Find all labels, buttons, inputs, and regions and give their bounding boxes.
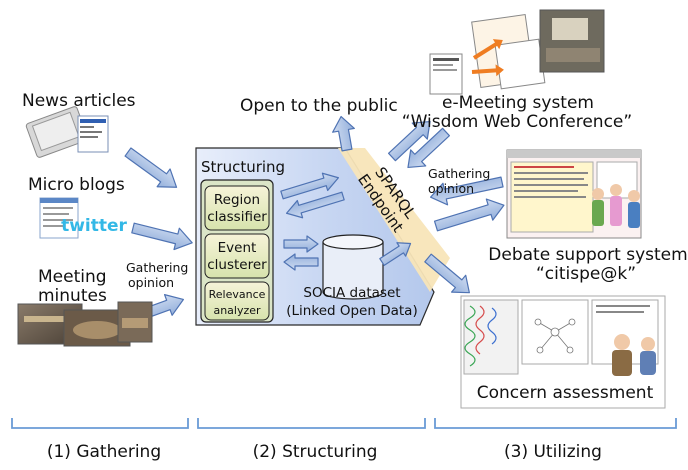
region-label-1: Region (214, 192, 260, 208)
micro-blogs-label: Micro blogs (28, 175, 125, 195)
phase-utilizing: (3) Utilizing (504, 442, 602, 462)
arrow-dataset-to-modules (283, 253, 319, 271)
relevance-label-1: Relevance (209, 288, 266, 301)
emeeting-label-2: “Wisdom Web Conference” (402, 112, 632, 132)
arrow-debate-to-sparql (429, 176, 504, 206)
debate-label-2: “citispe@k” (536, 264, 636, 284)
region-label-2: classifier (207, 209, 267, 225)
arrow-sparql-to-concern (424, 253, 470, 294)
meeting-photos (17, 301, 153, 347)
open-to-public-label: Open to the public (240, 96, 398, 116)
arrow-to-public (332, 115, 355, 152)
event-clusterer-box: Event clusterer (204, 233, 270, 279)
phase-gathering: (1) Gathering (47, 442, 161, 462)
event-label-2: clusterer (207, 257, 267, 273)
structuring-title: Structuring (201, 158, 285, 176)
twitter-image: twitter (39, 197, 128, 239)
arrow-dataset-to-sparql (379, 242, 412, 266)
bracket-gathering (11, 418, 189, 429)
gathering-opinion-right-1: Gathering (428, 166, 490, 181)
region-classifier-box: Region classifier (204, 185, 270, 231)
arrow-sparql-to-emeeting (387, 120, 431, 162)
arrow-sparql-to-debate (433, 198, 505, 232)
news-image (25, 106, 109, 158)
meeting-label-1: Meeting (38, 267, 107, 287)
relevance-label-2: analyzer (213, 304, 261, 317)
emeeting-image (429, 9, 605, 95)
dataset-label-1: SOCIA dataset (303, 285, 400, 301)
flow-arrows (124, 115, 505, 326)
gathering-opinion-left-2: opinion (128, 275, 174, 290)
news-articles-label: News articles (22, 91, 136, 111)
debate-system-image (506, 149, 642, 239)
arrow-emeeting-to-sparql (407, 127, 451, 169)
twitter-logo: twitter (61, 216, 127, 236)
arrow-sparql-to-modules (285, 191, 345, 219)
dataset-label-2: (Linked Open Data) (286, 303, 417, 319)
concern-assessment-image (460, 295, 666, 409)
meeting-label-2: minutes (38, 286, 107, 306)
bracket-structuring (197, 418, 426, 429)
arrow-modules-to-dataset (283, 235, 319, 253)
relevance-analyzer-box: Relevance analyzer (204, 281, 270, 321)
phase-structuring: (2) Structuring (253, 442, 378, 462)
bracket-utilizing (434, 418, 677, 429)
event-label-1: Event (218, 240, 257, 256)
debate-label-1: Debate support system (488, 245, 687, 265)
sparql-endpoint-band (338, 148, 450, 292)
gathering-opinion-left-1: Gathering (126, 260, 188, 275)
concern-label-box (474, 378, 654, 404)
concern-assessment-label: Concern assessment (477, 383, 654, 403)
gathering-opinion-right-2: opinion (428, 181, 474, 196)
phase-brackets (11, 418, 677, 429)
arrow-modules-to-sparql (280, 172, 340, 200)
arrow-blogs-to-structuring (131, 222, 193, 251)
socia-dataset-cylinder (322, 234, 384, 300)
arrow-news-to-structuring (124, 147, 178, 188)
emeeting-label-1: e-Meeting system (442, 93, 594, 113)
